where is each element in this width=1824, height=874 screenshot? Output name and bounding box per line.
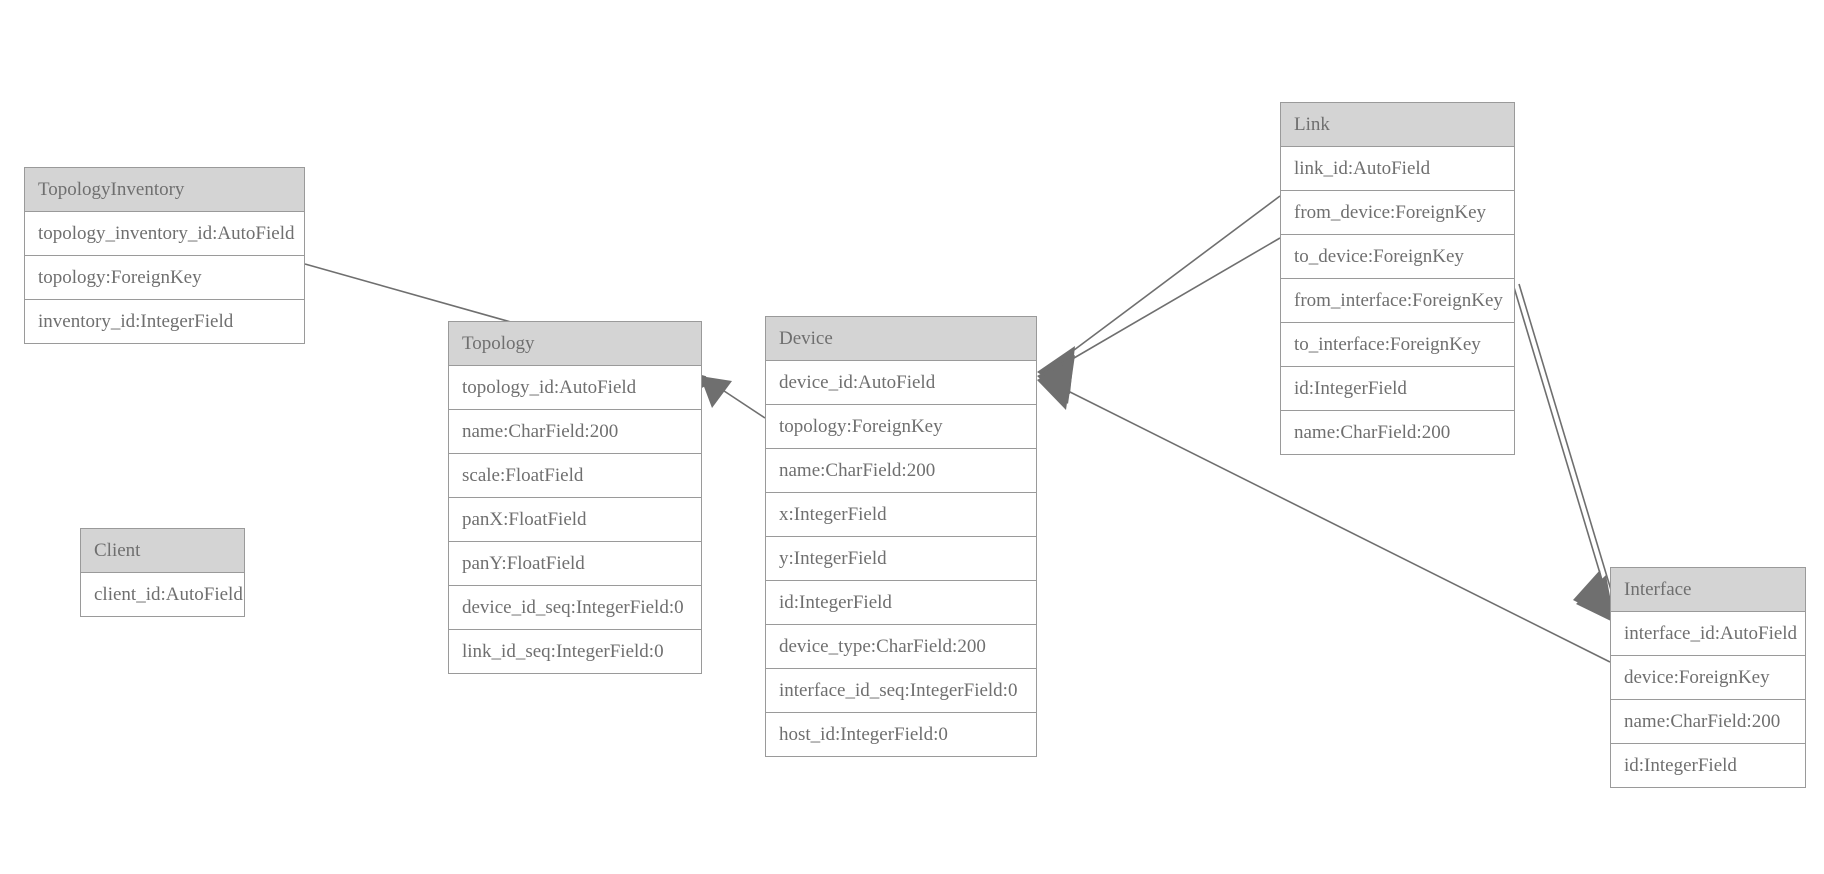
edge-link-to_interface-to-interface [1518,283,1615,601]
entity-field-device-6: device_type:CharField:200 [766,625,1036,669]
entity-title-topology: Topology [449,322,701,366]
entity-field-device-0: device_id:AutoField [766,361,1036,405]
entity-field-interface-1: device:ForeignKey [1611,656,1805,700]
entity-field-link-1: from_device:ForeignKey [1281,191,1514,235]
entity-device[interactable]: Device device_id:AutoField topology:Fore… [765,316,1037,757]
entity-title-device: Device [766,317,1036,361]
entity-field-device-5: id:IntegerField [766,581,1036,625]
entity-field-device-3: x:IntegerField [766,493,1036,537]
entity-field-topology-0: topology_id:AutoField [449,366,701,410]
entity-field-interface-3: id:IntegerField [1611,744,1805,787]
entity-topology[interactable]: Topology topology_id:AutoField name:Char… [448,321,702,674]
entity-field-link-5: id:IntegerField [1281,367,1514,411]
entity-field-link-4: to_interface:ForeignKey [1281,323,1514,367]
entity-field-link-6: name:CharField:200 [1281,411,1514,454]
entity-field-device-7: interface_id_seq:IntegerField:0 [766,669,1036,713]
edge-link-to_device-to-device [1049,237,1281,373]
edge-link-from_device-to-device [1049,195,1281,369]
arrowhead-cluster-device [1037,346,1075,410]
entity-field-topology-4: panY:FloatField [449,542,701,586]
entity-field-device-1: topology:ForeignKey [766,405,1036,449]
edge-device-to-topology [700,376,766,419]
edge-link-from_interface-to-interface [1512,283,1609,601]
entity-title-interface: Interface [1611,568,1805,612]
entity-field-link-3: from_interface:ForeignKey [1281,279,1514,323]
entity-field-interface-0: interface_id:AutoField [1611,612,1805,656]
entity-field-topology_inventory-2: inventory_id:IntegerField [25,300,304,343]
entity-field-topology-1: name:CharField:200 [449,410,701,454]
entity-title-client: Client [81,529,244,573]
arrowhead-cluster-interface [1573,570,1615,623]
entity-interface[interactable]: Interface interface_id:AutoField device:… [1610,567,1806,788]
entity-field-topology_inventory-0: topology_inventory_id:AutoField [25,212,304,256]
entity-field-topology-5: device_id_seq:IntegerField:0 [449,586,701,630]
entity-field-topology_inventory-1: topology:ForeignKey [25,256,304,300]
entity-title-topology_inventory: TopologyInventory [25,168,304,212]
entity-title-link: Link [1281,103,1514,147]
entity-client[interactable]: Client client_id:AutoField [80,528,245,617]
entity-link[interactable]: Link link_id:AutoField from_device:Forei… [1280,102,1515,455]
entity-field-device-4: y:IntegerField [766,537,1036,581]
entity-field-link-2: to_device:ForeignKey [1281,235,1514,279]
entity-field-topology-6: link_id_seq:IntegerField:0 [449,630,701,673]
entity-field-device-2: name:CharField:200 [766,449,1036,493]
entity-field-topology-3: panX:FloatField [449,498,701,542]
entity-field-link-0: link_id:AutoField [1281,147,1514,191]
entity-field-topology-2: scale:FloatField [449,454,701,498]
entity-field-interface-2: name:CharField:200 [1611,700,1805,744]
entity-topology_inventory[interactable]: TopologyInventory topology_inventory_id:… [24,167,305,344]
entity-field-device-8: host_id:IntegerField:0 [766,713,1036,756]
entity-field-client-0: client_id:AutoField [81,573,244,616]
